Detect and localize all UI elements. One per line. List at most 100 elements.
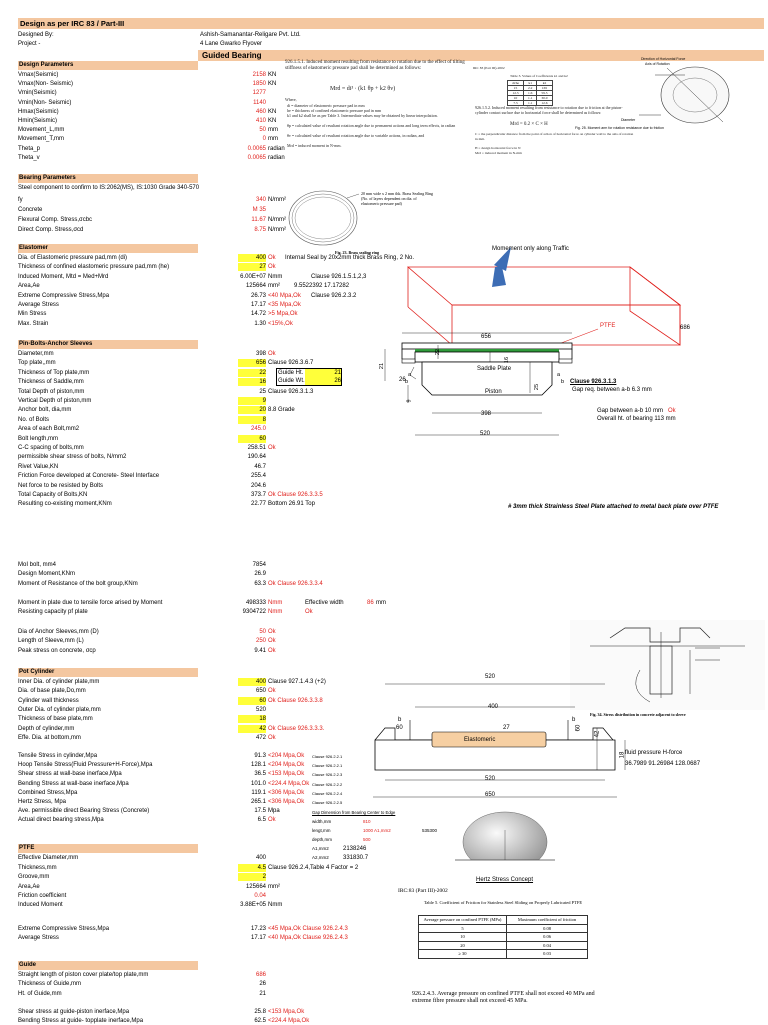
hertz-svg: [450, 811, 560, 878]
irc-para2: 926.1.5.2. Induced moment resulting from…: [475, 105, 623, 115]
pin-bolt-value: 373.7: [250, 492, 266, 498]
pot-cylinder-status: Ok: [268, 688, 276, 695]
piston: [421, 361, 553, 396]
fig25-caption: Fig. 25. Moment arm for rotation resista…: [575, 126, 664, 130]
table5-col1: Average pressure on confined PTFE (MPa): [418, 915, 507, 925]
sleeve-caption: Fig. 34. Stress distribution in concrete…: [590, 712, 686, 717]
bolt-group-status: Ok Clause 926.3.3.4: [268, 581, 323, 587]
guide-value: 686: [255, 972, 266, 978]
elastomer-status: <15%,Ok: [268, 320, 293, 327]
gap-extra: 535300: [422, 828, 438, 833]
pin-bolt-status: Ok Clause 926.3.3.5: [268, 492, 323, 498]
pot-dim-520-top: 520: [485, 674, 496, 680]
bearing-param-value: 340: [255, 197, 266, 203]
guide-value: 21: [259, 990, 266, 997]
irc-formula: Mrd = di³ · (k1 θp + k2 θv): [330, 86, 396, 92]
irc-thetav-def: θv = calculated value of resultant rotat…: [287, 133, 425, 138]
pin-bolt-value: 656: [238, 359, 266, 368]
elastomer-value: 27: [238, 263, 266, 272]
pin-bolt-label: Total Capacity of Bolts,KN: [18, 492, 88, 498]
ptfe-label: Friction coefficient: [18, 893, 67, 899]
guide-stress-value: 62.5: [254, 1018, 266, 1025]
pot-cylinder-label: Cylinder wall thickness: [18, 697, 79, 704]
clause-926-3-1-3: Clause 926.3.1.3: [570, 379, 617, 385]
pot-cylinder-status: Ok Clause 926.3.3.8: [268, 697, 323, 704]
design-param-value: 1277: [252, 90, 266, 97]
table5-cell: 10: [418, 932, 507, 942]
pin-bolt-label: Vertical Depth of piston,mm: [18, 398, 92, 404]
design-param-value: 410: [255, 118, 266, 124]
design-param-status: KN: [268, 118, 277, 124]
moment-arrow-body: [492, 267, 506, 287]
elastomer-label: Extreme Compressive Stress,Mpa: [18, 292, 110, 299]
dim-656: 656: [481, 334, 492, 340]
design-param-value: 0: [262, 136, 266, 143]
pot-stress-value: 119.1: [251, 789, 266, 796]
axis-line: [666, 67, 724, 123]
pot-stress-clause: Clause 926.2.2.1: [312, 754, 343, 759]
pin-bolt-label: Rivet Value,KN: [18, 463, 59, 470]
design-param-label: Movement_T,mm: [18, 136, 65, 143]
pin-bolt-label: Top plate,,mm: [18, 360, 56, 367]
ptfe-label: Groove,mm: [18, 874, 50, 880]
bolt-group-value: 9.41: [254, 648, 266, 654]
pin-bolts-heading: Pin-Bolts-Anchor Sleeves: [18, 340, 198, 349]
moment-arm-figure: Direction of Horizontal Force Axis of Ro…: [575, 50, 765, 135]
saddle-label: Saddle Plate: [477, 366, 512, 372]
gap-required: Gap req. between a-b 6.3 mm: [572, 387, 652, 393]
bolt-group-value: 63.3: [254, 581, 266, 587]
piston-label: Piston: [485, 389, 502, 395]
bearing-param-label: Flexural Comp. Stress,σcbc: [18, 217, 93, 223]
pot-cylinder-status: Ok: [268, 734, 276, 741]
bolt-group-label: MoI bolt, mm4: [18, 562, 57, 568]
steel-note: Steel component to confirm to IS:2062(MS…: [18, 185, 200, 191]
gap-row-label: A1,mm2: [312, 846, 329, 851]
pin-bolt-value: 60: [238, 434, 266, 443]
pin-bolt-label: Bolt length,mm: [18, 435, 59, 442]
pot-stress-status: Mpa: [268, 808, 280, 815]
pot-svg: [373, 683, 626, 798]
guide-stress-label: Bending Stress at guide- topplate inerfa…: [18, 1018, 144, 1025]
elastomer-label: Induced Moment, Mtd = Med+Mrd: [18, 273, 109, 280]
pin-bolt-label: Thickness of Saddle,mm: [18, 379, 84, 386]
guide-wt-label: Guide Wt.: [278, 378, 305, 384]
brass-ring-figure: 20 mm wide x 2 mm thk. Brass Sealing Rin…: [285, 188, 475, 258]
pot-cylinder-value: 400: [238, 678, 266, 686]
ptfe-label: Area,Ae: [18, 884, 40, 890]
top-plate-outline: [406, 266, 682, 306]
pot-cylinder-value: 650: [255, 688, 266, 695]
bolt-group-label: Dia of Anchor Sleeves,mm (D): [18, 629, 99, 635]
sleeve-svg: [570, 620, 765, 710]
guide-stress-status: <153 Mpa,Ok: [268, 1009, 305, 1015]
elastomer-label: Thickness of confined elastomeric pressu…: [18, 264, 170, 271]
gap-row-label: lengt,mm: [312, 828, 331, 833]
dim-25: 25: [534, 383, 541, 391]
guide-stress-value: 25.8: [254, 1009, 266, 1015]
pot-stress-value: 265.1: [250, 799, 266, 805]
pot-cylinder-value: 60: [238, 696, 266, 705]
pin-bolt-label: Resulting co-existing moment,KNm: [18, 501, 112, 508]
design-param-value: 50: [259, 127, 266, 134]
ptfe-value: 2: [238, 873, 266, 881]
bolt-group-status: Ok: [268, 648, 276, 654]
design-param-label: Vmin(Seismic): [18, 90, 57, 97]
gap-row-label: width,mm: [312, 819, 332, 824]
ptfe-status: Clause 926.2.4,Table 4 Factor = 2: [268, 865, 359, 871]
pot-elastomeric-label: Elastomeric: [464, 737, 496, 743]
dim-398: 398: [481, 411, 492, 417]
pin-bolt-value: 204.6: [250, 482, 266, 489]
gap-row-value: 331830.7: [343, 855, 369, 861]
table5-cell: ≥ 30: [418, 949, 507, 959]
gap-title: Gap Dimension from Bearing Center to Edg…: [312, 810, 396, 815]
elastomer-value: 14.72: [250, 311, 266, 318]
design-param-status: KN: [268, 108, 277, 115]
design-param-label: Vmin(Non- Seismic): [18, 99, 72, 106]
bolt-group-label: Resisting capacity pf plate: [18, 609, 88, 615]
bearing-svg: [384, 247, 682, 436]
design-param-status: mm: [268, 136, 278, 143]
pot-stress-status: <204 Mpa,Ok: [268, 762, 305, 769]
bearing-param-status: N/mm²: [268, 227, 286, 233]
